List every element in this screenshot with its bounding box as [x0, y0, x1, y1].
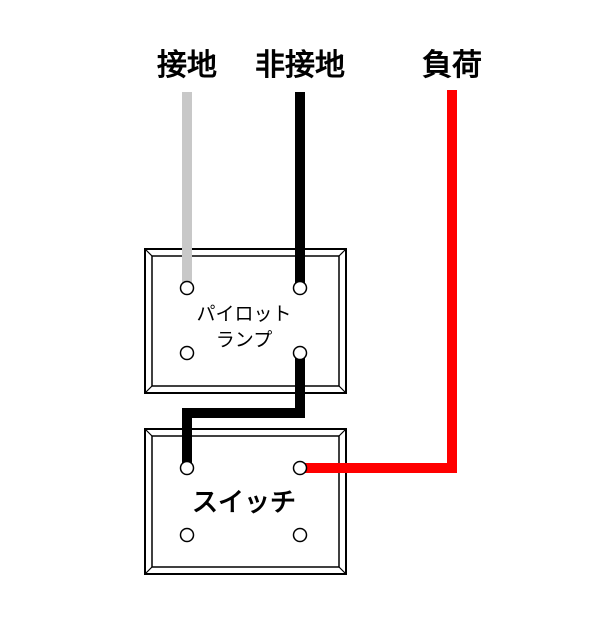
pilot-lamp-corner-tr [338, 248, 347, 257]
pilot-lamp-corner-bl [144, 385, 153, 394]
jumper-wire [182, 353, 305, 468]
pilot-lamp-terminal-top-right [292, 280, 308, 296]
pilot-lamp-corner-br [338, 385, 347, 394]
switch-terminal-top-left [179, 460, 195, 476]
load-label: 負荷 [422, 48, 482, 83]
switch-corner-br [338, 566, 347, 575]
switch-terminal-bottom-left [179, 527, 195, 543]
switch-outer-border [144, 428, 347, 575]
ungrounded-label: 非接地 [255, 48, 345, 83]
switch-box [144, 428, 347, 575]
pilot-lamp-box [144, 248, 347, 394]
switch-inner-border [151, 435, 340, 568]
switch-label: スイッチ [192, 488, 296, 518]
pilot-lamp-terminal-bottom-left [179, 345, 195, 361]
pilot-lamp-label-line2: ランプ [216, 329, 272, 351]
ground-label: 接地 [157, 48, 217, 83]
switch-corner-tl [144, 428, 153, 437]
pilot-lamp-outer-border [144, 248, 347, 394]
pilot-lamp-corner-tl [144, 248, 153, 257]
pilot-lamp-terminal-bottom-right [292, 345, 308, 361]
pilot-lamp-terminal-top-left [179, 280, 195, 296]
switch-terminal-top-right [292, 460, 308, 476]
pilot-lamp-label-line1: パイロット [196, 303, 291, 325]
switch-corner-bl [144, 566, 153, 575]
load-wire [300, 90, 457, 473]
pilot-lamp-inner-border [151, 255, 340, 387]
switch-corner-tr [338, 428, 347, 437]
switch-terminal-bottom-right [292, 527, 308, 543]
